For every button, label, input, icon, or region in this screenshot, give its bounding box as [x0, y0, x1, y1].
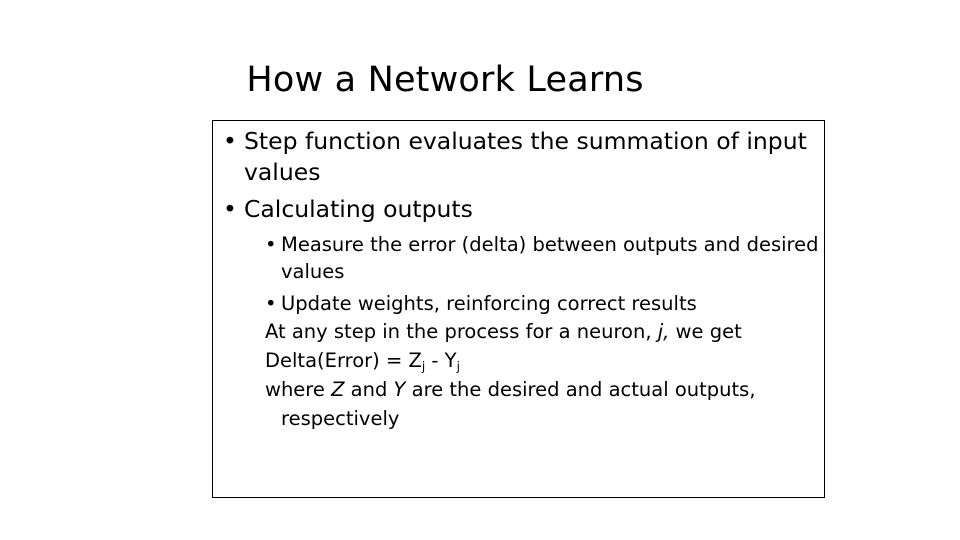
equation-neuron-index-italic: j, — [657, 320, 670, 343]
equation-subscript-y: j — [456, 359, 460, 374]
bullet-level2-update-weights: • Update weights, reinforcing correct re… — [221, 290, 820, 317]
equation-symbol-y-italic: Y — [393, 378, 406, 401]
bullet-level2-label: Measure the error (delta) between output… — [281, 233, 819, 283]
equation-intro-line: At any step in the process for a neuron,… — [221, 317, 820, 346]
bullet-level1-label: Calculating outputs — [244, 195, 473, 223]
bullet-marker-icon: • — [265, 292, 277, 315]
bullet-level1-calculating-outputs: • Calculating outputs — [221, 194, 820, 225]
equation-where-text-a: where — [265, 378, 332, 401]
equation-where-continuation: respectively — [281, 407, 400, 430]
equation-delta-operator: - Y — [425, 349, 457, 372]
bullet-marker-icon: • — [223, 127, 237, 155]
bullet-marker-icon: • — [223, 195, 237, 223]
equation-where-text-b: and — [344, 378, 394, 401]
content-body: • Step function evaluates the summation … — [213, 121, 824, 433]
equation-delta-error-line: Delta(Error) = Zj - Yj — [221, 346, 820, 375]
equation-intro-text-a: At any step in the process for a neuron, — [265, 320, 658, 343]
equation-delta-lhs: Delta(Error) = Z — [265, 349, 422, 372]
bullet-level1-step-function: • Step function evaluates the summation … — [221, 126, 820, 188]
bullet-level1-label: Step function evaluates the summation of… — [244, 127, 807, 186]
equation-where-text-c: are the desired and actual outputs, — [405, 378, 756, 401]
equation-where-clause-line: where Z and Y are the desired and actual… — [221, 375, 820, 433]
equation-intro-text-b: we get — [669, 320, 742, 343]
equation-symbol-z-italic: Z — [331, 378, 345, 401]
bullet-marker-icon: • — [265, 233, 277, 256]
bullet-level2-label: Update weights, reinforcing correct resu… — [281, 292, 697, 315]
page-title: How a Network Learns — [246, 60, 644, 100]
content-box: • Step function evaluates the summation … — [212, 120, 825, 498]
equation-subscript-z: j — [421, 359, 426, 374]
bullet-level2-measure-error: • Measure the error (delta) between outp… — [221, 231, 820, 285]
